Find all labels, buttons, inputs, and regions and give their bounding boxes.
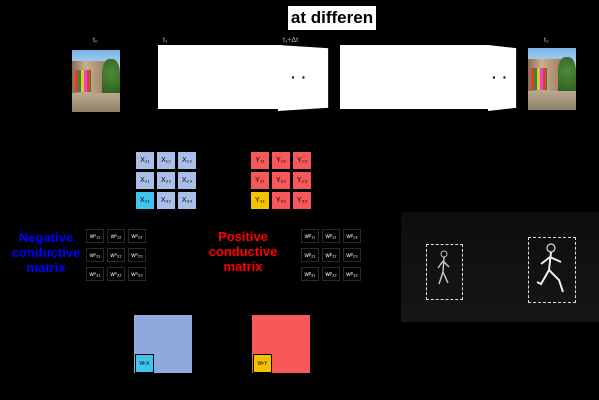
matrix-y-cell: Y₁₃ bbox=[293, 152, 311, 169]
ellipsis-2: · · bbox=[492, 69, 509, 85]
negative-weight-matrix: wⁿ₁₁ wⁿ₁₂ wⁿ₁₃ wⁿ₂₁ wⁿ₂₂ wⁿ₂₃ wⁿ₃₁ wⁿ₃₂ … bbox=[86, 229, 148, 283]
negative-weight-cell: wⁿ₃₁ bbox=[86, 267, 104, 281]
negative-weight-cell: wⁿ₂₂ bbox=[107, 248, 125, 262]
time-label-t2: t₂ bbox=[544, 37, 549, 44]
matrix-y-cell: Y₂₃ bbox=[293, 172, 311, 189]
matrix-x-cell: X₂₂ bbox=[157, 172, 175, 189]
negative-weight-cell: wⁿ₁₂ bbox=[107, 229, 125, 243]
positive-label-line3: matrix bbox=[223, 259, 263, 274]
negative-matrix-label: Negative conductive matrix bbox=[6, 230, 86, 275]
negative-weight-cell: wⁿ₃₂ bbox=[107, 267, 125, 281]
matrix-x-cell: X₁₂ bbox=[157, 152, 175, 169]
positive-matrix-label: Positive conductive matrix bbox=[200, 229, 286, 274]
positive-weight-cell: wᵖ₂₂ bbox=[322, 248, 340, 262]
positive-product-label: WᵖY bbox=[253, 354, 272, 373]
negative-label-line1: Negative bbox=[18, 230, 74, 245]
scene-photo-start bbox=[72, 50, 120, 112]
frame-stack-2: · · bbox=[340, 45, 517, 111]
positive-weight-cell: wᵖ₁₁ bbox=[301, 229, 319, 243]
event-camera-panel bbox=[401, 212, 599, 322]
scene-photo-end bbox=[528, 48, 576, 110]
matrix-y-cell: Y₃₃ bbox=[293, 192, 311, 209]
positive-weight-cell: wᵖ₃₁ bbox=[301, 267, 319, 281]
input-matrix-y: Y₁₁ Y₁₂ Y₁₃ Y₂₁ Y₂₂ Y₂₃ Y₃₁ Y₃₂ Y₃₃ bbox=[251, 152, 311, 209]
positive-weight-cell: wᵖ₁₂ bbox=[322, 229, 340, 243]
matrix-y-cell: Y₃₂ bbox=[272, 192, 290, 209]
positive-weight-cell: wᵖ₃₃ bbox=[343, 267, 361, 281]
positive-label-line2: conductive bbox=[208, 244, 278, 259]
detection-box-left bbox=[426, 244, 463, 300]
time-label-t1: t₁ bbox=[163, 37, 168, 44]
title-box: at differen bbox=[288, 6, 376, 30]
negative-weight-cell: wⁿ₂₃ bbox=[128, 248, 146, 262]
matrix-y-cell: Y₃₁ bbox=[251, 192, 269, 209]
matrix-x-cell: X₂₃ bbox=[178, 172, 196, 189]
matrix-y-cell: Y₂₂ bbox=[272, 172, 290, 189]
detection-box-right bbox=[528, 237, 576, 303]
matrix-x-cell: X₃₁ bbox=[136, 192, 154, 209]
negative-weight-cell: wⁿ₁₃ bbox=[128, 229, 146, 243]
positive-weight-cell: wᵖ₁₃ bbox=[343, 229, 361, 243]
matrix-y-cell: Y₂₁ bbox=[251, 172, 269, 189]
negative-label-line3: matrix bbox=[26, 260, 66, 275]
time-label-t0: t₀ bbox=[93, 37, 98, 44]
matrix-x-cell: X₃₂ bbox=[157, 192, 175, 209]
positive-weight-cell: wᵖ₂₃ bbox=[343, 248, 361, 262]
matrix-x-cell: X₁₁ bbox=[136, 152, 154, 169]
matrix-y-cell: Y₁₂ bbox=[272, 152, 290, 169]
negative-weight-cell: wⁿ₃₃ bbox=[128, 267, 146, 281]
matrix-x-cell: X₃₃ bbox=[178, 192, 196, 209]
negative-label-line2: conductive bbox=[11, 245, 81, 260]
positive-label-line1: Positive bbox=[218, 229, 268, 244]
negative-weight-cell: wⁿ₁₁ bbox=[86, 229, 104, 243]
matrix-y-cell: Y₁₁ bbox=[251, 152, 269, 169]
walking-person-icon bbox=[437, 250, 450, 285]
matrix-x-cell: X₁₃ bbox=[178, 152, 196, 169]
matrix-x-cell: X₂₁ bbox=[136, 172, 154, 189]
positive-weight-matrix: wᵖ₁₁ wᵖ₁₂ wᵖ₁₃ wᵖ₂₁ wᵖ₂₂ wᵖ₂₃ wᵖ₃₁ wᵖ₃₂ … bbox=[301, 229, 363, 283]
input-matrix-x: X₁₁ X₁₂ X₁₃ X₂₁ X₂₂ X₂₃ X₃₁ X₃₂ X₃₃ bbox=[136, 152, 196, 209]
negative-weight-cell: wⁿ₂₁ bbox=[86, 248, 104, 262]
ellipsis-1: · · bbox=[291, 69, 308, 85]
time-label-t1-delta: t₁+Δt bbox=[283, 37, 299, 44]
frame-stack-1: · · bbox=[158, 45, 329, 111]
positive-weight-cell: wᵖ₂₁ bbox=[301, 248, 319, 262]
positive-weight-cell: wᵖ₃₂ bbox=[322, 267, 340, 281]
negative-product-label: WⁿX bbox=[135, 354, 154, 373]
running-person-icon bbox=[536, 243, 564, 293]
